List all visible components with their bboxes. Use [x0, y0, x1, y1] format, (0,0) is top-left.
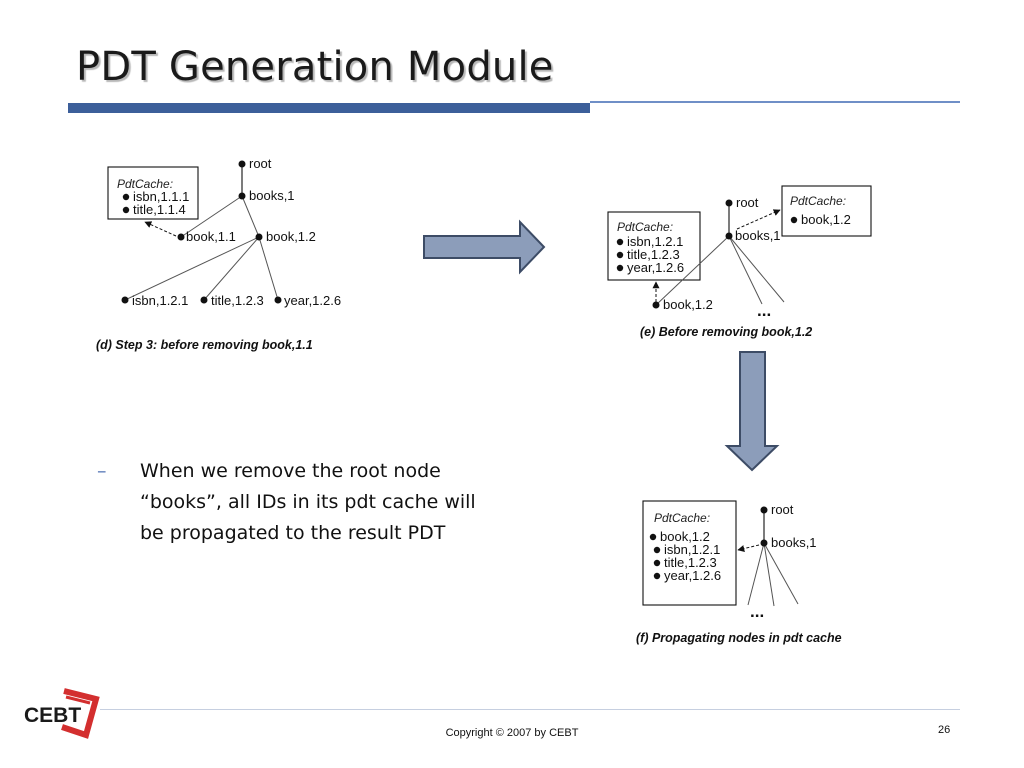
tree-node-label: books,1: [249, 188, 295, 203]
tree-node-label: book,1.2: [663, 297, 713, 312]
cache-title: PdtCache:: [654, 511, 710, 525]
tree-node-label: year,1.2.6: [284, 293, 341, 308]
diagram-caption: (f) Propagating nodes in pdt cache: [636, 631, 842, 645]
bullet-text: When we remove the root node “books”, al…: [140, 460, 476, 544]
down-arrow-icon: [724, 351, 780, 472]
cache-item: isbn,1.2.1: [664, 542, 720, 557]
footer-divider: [100, 709, 960, 710]
diagram-caption: (d) Step 3: before removing book,1.1: [96, 338, 313, 352]
bullet-dash: –: [97, 460, 107, 482]
page-number: 26: [938, 724, 951, 736]
tree-node-label: title,1.2.3: [211, 293, 264, 308]
right-arrow-icon: [423, 219, 546, 275]
cache-item: title,1.2.3: [627, 247, 680, 262]
cache-item: isbn,1.2.1: [627, 234, 683, 249]
diagram-canvas: PdtCache: isbn,1.1.1 title,1.1.4 root bo…: [96, 156, 872, 645]
title-underline-rule: [590, 101, 960, 103]
copyright-text: Copyright © 2007 by CEBT: [445, 727, 579, 739]
cache-title: PdtCache:: [790, 194, 846, 208]
tree-node-label: root: [249, 156, 272, 171]
cache-title: PdtCache:: [117, 177, 173, 191]
cache-item: year,1.2.6: [627, 260, 684, 275]
cache-item: book,1.2: [660, 529, 710, 544]
diagram-d: PdtCache: isbn,1.1.1 title,1.1.4 root bo…: [96, 156, 341, 352]
cache-item: title,1.2.3: [664, 555, 717, 570]
tree-node-label: book,1.2: [266, 229, 316, 244]
diagram-e: PdtCache: isbn,1.2.1 title,1.2.3 year,1.…: [607, 185, 872, 339]
tree-node-label: books,1: [771, 535, 817, 550]
tree-node-label: root: [771, 502, 794, 517]
logo-text: CEBT: [24, 704, 81, 727]
cache-item: book,1.2: [801, 212, 851, 227]
tree-node-label: books,1: [735, 228, 781, 243]
tree-node-label: root: [736, 195, 759, 210]
cache-item: year,1.2.6: [664, 568, 721, 583]
pdt-cache-box: [781, 185, 872, 237]
pdt-cache-box: [107, 166, 199, 220]
ellipsis: ...: [750, 602, 764, 621]
diagram-caption: (e) Before removing book,1.2: [640, 325, 812, 339]
cache-item: isbn,1.1.1: [133, 189, 189, 204]
slide-title: PDT Generation Module: [76, 44, 554, 90]
pdt-cache-box: [642, 500, 737, 606]
diagram-f: PdtCache: book,1.2 isbn,1.2.1 title,1.2.…: [636, 500, 842, 645]
ellipsis: ...: [757, 301, 771, 320]
cache-title: PdtCache:: [617, 220, 673, 234]
tree-node-label: book,1.1: [186, 229, 236, 244]
pdt-cache-box: [607, 211, 701, 281]
cebt-logo: CEBT: [24, 688, 100, 739]
cache-item: title,1.1.4: [133, 202, 186, 217]
title-underline-bar: [68, 103, 590, 113]
tree-node-label: isbn,1.2.1: [132, 293, 188, 308]
